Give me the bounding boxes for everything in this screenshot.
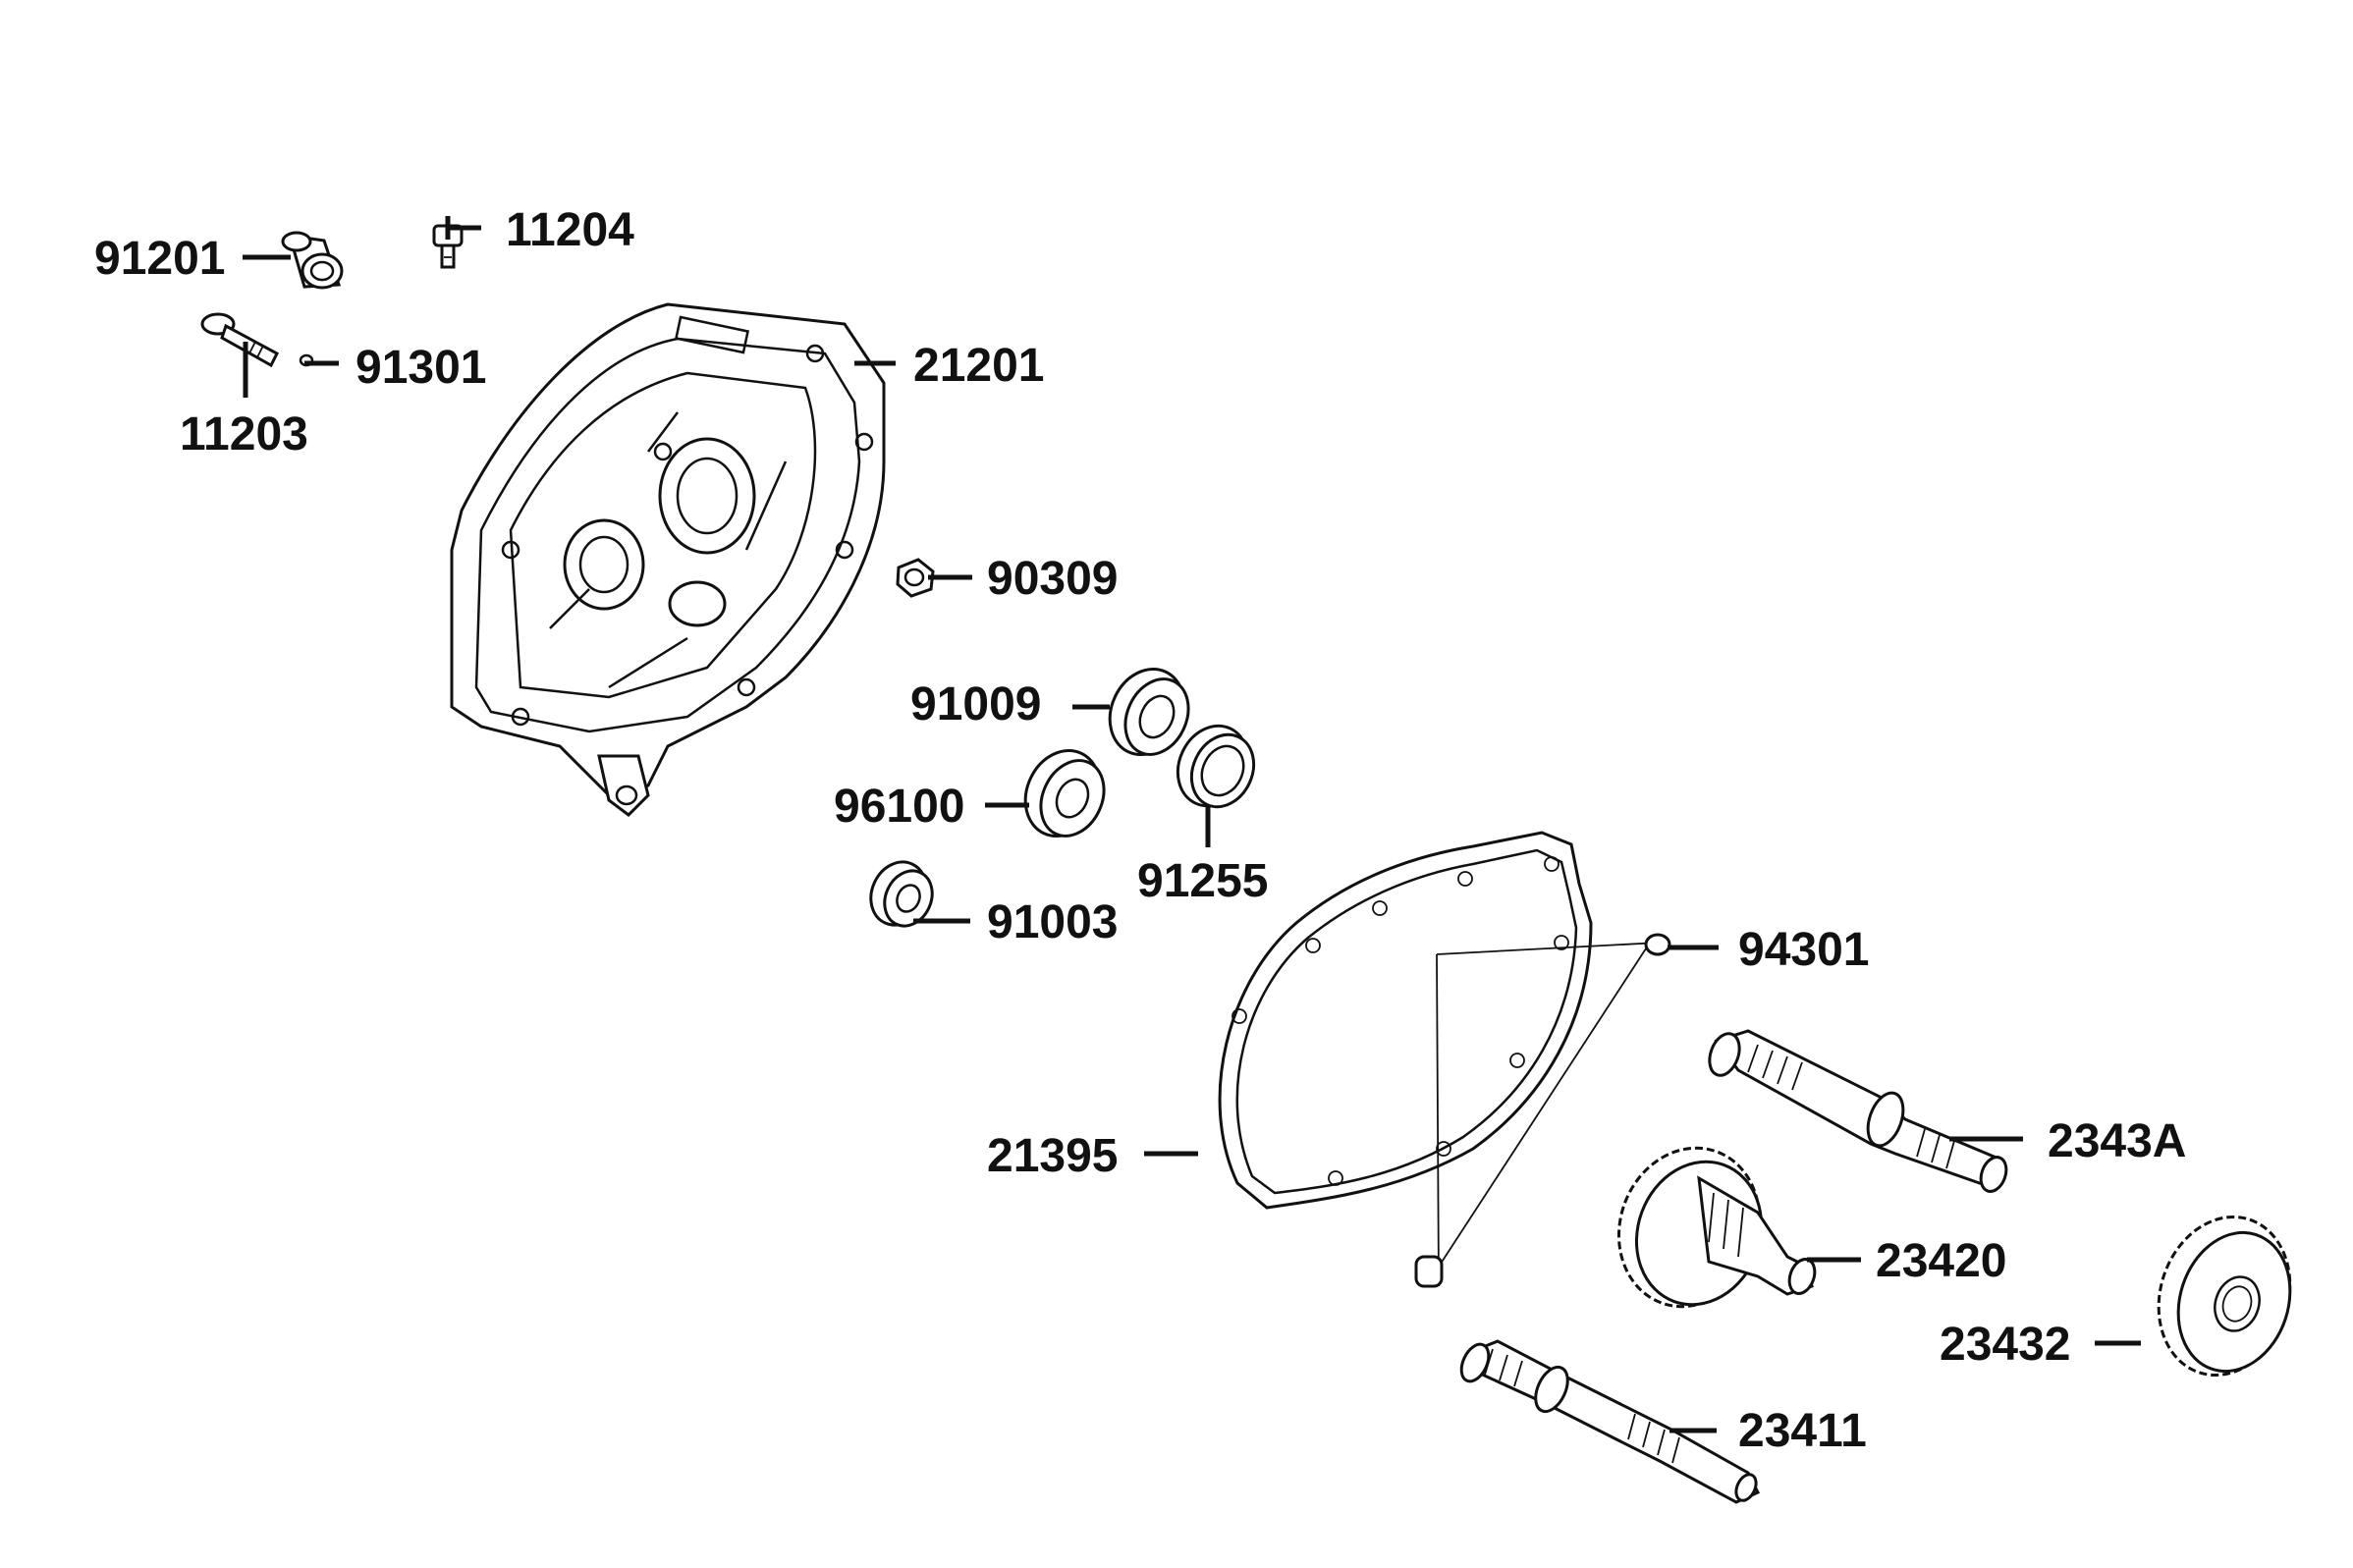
part-23432-gear-drawing <box>2157 1215 2292 1378</box>
part-94301-dowel-drawing <box>1414 933 1671 1288</box>
part-90309-nut-drawing <box>896 558 935 598</box>
label-91255: 91255 <box>1137 855 1268 907</box>
label-91003: 91003 <box>987 896 1118 948</box>
label-96100: 96100 <box>834 781 964 833</box>
label-21395: 21395 <box>987 1130 1118 1182</box>
part-91003-bearing-drawing <box>869 860 934 928</box>
part-23411-shaft-drawing <box>1459 1339 1761 1504</box>
part-91201-bushing-drawing <box>281 231 344 290</box>
part-91255-seal-drawing <box>1176 724 1256 809</box>
label-90309: 90309 <box>987 553 1118 605</box>
label-91301: 91301 <box>356 342 486 394</box>
part-11203-shaft-drawing <box>200 312 279 368</box>
label-91201: 91201 <box>94 233 225 285</box>
part-21201-case-drawing <box>450 302 886 817</box>
label-21201: 21201 <box>913 340 1044 392</box>
label-23420: 23420 <box>1876 1235 2006 1287</box>
label-23411: 23411 <box>1738 1405 1867 1457</box>
label-2343A: 2343A <box>2048 1115 2186 1167</box>
label-23432: 23432 <box>1940 1319 2070 1371</box>
label-11203: 11203 <box>180 408 308 460</box>
part-labels: 91201 11204 91301 11203 21201 90309 9100… <box>94 204 2186 1457</box>
part-23420-gear-drawing <box>1616 1146 1817 1309</box>
part-21395-gasket-drawing <box>1218 831 1593 1210</box>
label-94301: 94301 <box>1738 924 1869 976</box>
part-2343A-shaft-drawing <box>1708 1029 2008 1193</box>
label-91009: 91009 <box>910 678 1041 730</box>
part-96100-bearing-drawing <box>1023 748 1106 838</box>
leader-lines <box>243 216 2141 1433</box>
part-91009-bearing-drawing <box>1108 667 1190 757</box>
part-11204-pin-drawing <box>432 224 464 269</box>
label-11204: 11204 <box>506 204 634 256</box>
